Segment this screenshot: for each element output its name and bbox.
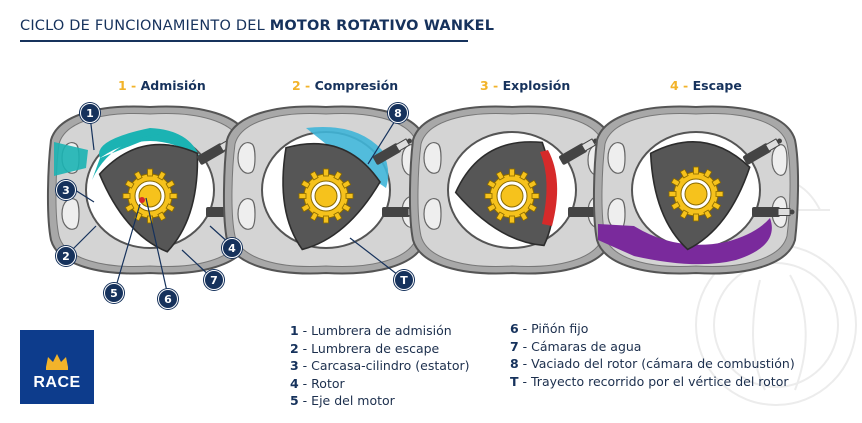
legend-item: 3 - Carcasa-cilindro (estator) [290,358,470,373]
step-label-2: 2 - Compresión [292,78,399,93]
legend-left: 1 - Lumbrera de admisión 2 - Lumbrera de… [290,322,469,410]
callout-4: 4 [222,238,242,258]
engine-escape [592,105,800,275]
callout-6: 6 [158,289,178,309]
callout-5: 5 [104,283,124,303]
title-underline [20,40,468,42]
legend-item: 4 - Rotor [290,375,345,391]
legend-item: 6 - Piñón fijo [510,321,589,336]
engine-compresion [222,105,430,275]
callout-T: T [394,270,414,290]
step-label-4: 4 - Escape [670,78,742,93]
legend-item: 5 - Eje del motor [290,393,395,408]
legend-right: 6 - Piñón fijo 7 - Cámaras de agua 8 - V… [510,320,795,390]
callout-8: 8 [388,103,408,123]
legend-item: 8 - Vaciado del rotor (cámara de combust… [510,356,795,371]
logo-text: RACE [33,374,81,391]
callout-7: 7 [204,270,224,290]
page-title: CICLO DE FUNCIONAMIENTO DEL MOTOR ROTATI… [20,18,495,34]
legend-item: 7 - Cámaras de agua [510,338,642,354]
step-label-3: 3 - Explosión [480,78,571,93]
crown-icon [46,354,68,370]
engine-admision [46,105,254,275]
callout-3: 3 [56,180,76,200]
race-logo: RACE [20,330,94,404]
legend-item: 1 - Lumbrera de admisión [290,323,452,338]
legend-item: T - Trayecto recorrido por el vértice de… [510,373,789,389]
callout-1: 1 [80,103,100,123]
legend-item: 2 - Lumbrera de escape [290,340,440,356]
engine-explosion [408,105,616,275]
callout-2: 2 [56,246,76,266]
step-label-1: 1 - Admisión [118,78,206,93]
